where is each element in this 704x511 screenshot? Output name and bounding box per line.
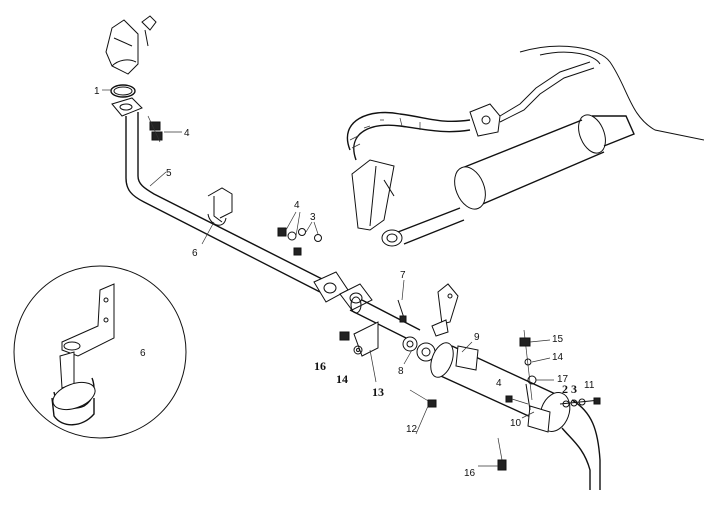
callout-10: 10 — [510, 418, 522, 429]
callout-labels: 1 4 5 6 4 3 7 9 15 14 17 2 3 11 4 8 16 1… — [94, 86, 595, 479]
callout-5: 5 — [166, 168, 172, 179]
lower-muffler — [430, 342, 601, 490]
callout-3-right: 3 — [571, 382, 577, 396]
callout-1: 1 — [94, 86, 100, 97]
callout-14-left: 14 — [336, 372, 348, 386]
mid-hardware — [277, 211, 322, 256]
callout-15: 15 — [552, 334, 564, 345]
hanger-arm — [431, 283, 459, 337]
callout-12: 12 — [406, 424, 418, 435]
callout-11: 11 — [584, 380, 595, 391]
callout-4-right: 4 — [496, 378, 502, 389]
callout-8: 8 — [398, 366, 404, 377]
upper-bracket — [351, 159, 395, 231]
callout-14-right: 14 — [552, 352, 564, 363]
callout-3-mid: 3 — [310, 212, 316, 223]
callout-13: 13 — [372, 385, 384, 399]
callout-9: 9 — [474, 332, 480, 343]
callout-16-left: 16 — [314, 359, 326, 373]
bolt-4-right — [505, 395, 529, 405]
detail-circle — [13, 265, 187, 439]
upper-muffler — [381, 114, 635, 247]
callout-6-detail: 6 — [140, 348, 146, 359]
callout-4-top: 4 — [184, 128, 190, 139]
pipe-bracket — [207, 187, 233, 226]
nuts-left — [339, 331, 363, 355]
middle-flange — [313, 271, 373, 311]
nut-stack-top — [147, 115, 163, 143]
engine-outline — [519, 45, 704, 141]
pipe-top-flange — [111, 97, 143, 117]
gasket-ring — [110, 84, 136, 98]
callout-4-mid: 4 — [294, 200, 300, 211]
callout-17: 17 — [557, 374, 569, 385]
bolt-16 — [497, 437, 507, 471]
bolt-12 — [409, 389, 437, 408]
callout-2: 2 — [562, 382, 568, 396]
leader-lines — [102, 89, 554, 467]
bolt-7 — [397, 299, 407, 323]
flex-hose — [346, 61, 595, 161]
tail-pipe-segment — [349, 296, 421, 357]
upper-elbow — [105, 15, 157, 75]
callout-16-bottom: 16 — [464, 468, 476, 479]
callout-7: 7 — [400, 270, 406, 281]
callout-6-main: 6 — [192, 248, 198, 259]
